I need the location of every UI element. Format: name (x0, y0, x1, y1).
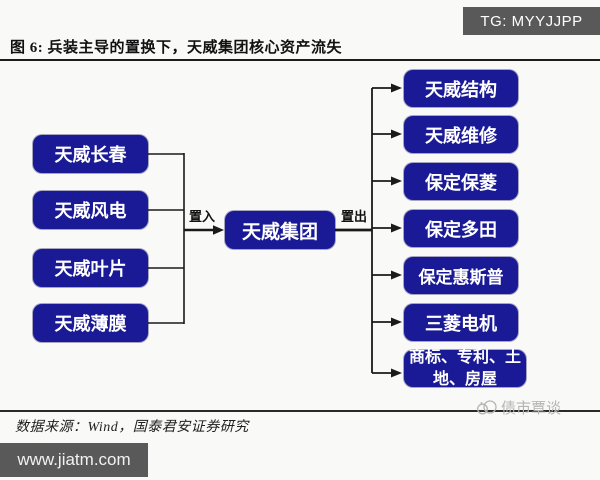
source-note: 数据来源：Wind，国泰君安证券研究 (15, 420, 249, 435)
node-tianwei-yepian: 天威叶片 (33, 249, 148, 287)
node-trademark-patent-land-house: 商标、专利、土地、房屋 (404, 349, 526, 388)
figure-title: 图 6: 兵装主导的置换下，天威集团核心资产流失 (10, 40, 342, 56)
watermark-label: 债市覃谈 (501, 400, 562, 417)
node-tianwei-jiegou: 天威结构 (404, 70, 518, 107)
node-mitsubishi-electric: 三菱电机 (404, 304, 518, 341)
node-baoding-baoling: 保定保菱 (404, 163, 518, 200)
title-divider (0, 59, 600, 61)
watermark: 债市覃谈 (476, 397, 561, 418)
swap-in-label: 置入 (189, 209, 216, 224)
node-baoding-huisipu: 保定惠斯普 (404, 257, 518, 294)
swap-out-connectors (335, 83, 402, 378)
swap-out-label: 置出 (341, 209, 368, 224)
swap-in-arrow (184, 225, 224, 235)
node-tianwei-weixiu: 天威维修 (404, 116, 518, 153)
moon-cloud-icon (476, 399, 498, 416)
site-badge: www.jiatm.com (0, 443, 148, 477)
left-merge-connectors (148, 153, 185, 324)
footer-divider (0, 410, 600, 412)
node-tianwei-group: 天威集团 (225, 211, 335, 249)
node-tianwei-fengdian: 天威风电 (33, 191, 148, 229)
node-tianwei-changchun: 天威长春 (33, 135, 148, 173)
tg-badge: TG: MYYJJPP (463, 7, 600, 35)
node-tianwei-bomo: 天威薄膜 (33, 304, 148, 342)
node-baoding-duotian: 保定多田 (404, 210, 518, 247)
